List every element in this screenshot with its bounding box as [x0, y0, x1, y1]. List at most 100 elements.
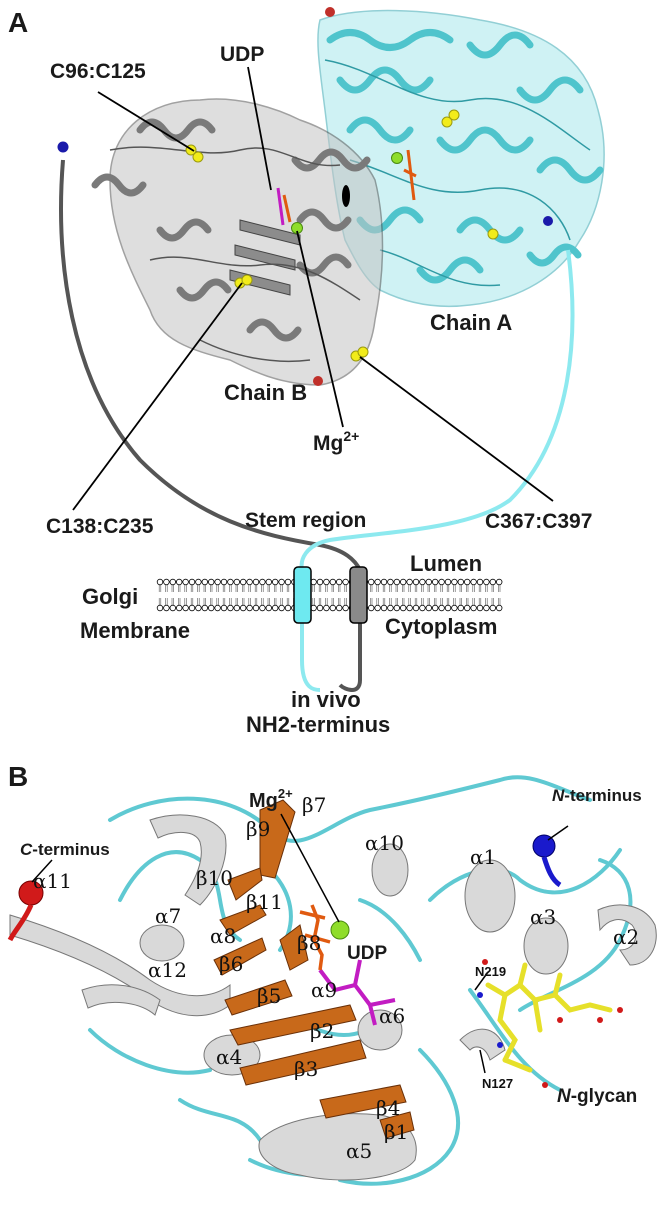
- lipid-head: [464, 578, 471, 586]
- lipid-head: [272, 578, 279, 586]
- lipid-head: [342, 578, 349, 586]
- label-a11: α11: [33, 869, 72, 893]
- chain-a-tether: [299, 249, 575, 692]
- label-stem-region: Stem region: [245, 509, 366, 532]
- label-a4: α4: [216, 1045, 242, 1069]
- label-chain-b: Chain B: [224, 380, 307, 405]
- lipid-head: [316, 578, 324, 586]
- label-udp-a: UDP: [220, 43, 264, 66]
- lipid-head: [220, 604, 228, 612]
- lipid-head: [406, 604, 413, 612]
- udp-ligand: [318, 959, 396, 1026]
- sse-labels: α11 α7 α8 α12 α10 α1 α3 α2 α9 α6 α4 α5 β…: [33, 793, 639, 1163]
- lipid-head: [272, 604, 279, 612]
- lipid-head: [201, 604, 208, 612]
- label-lumen: Lumen: [410, 551, 482, 576]
- label-n219: N219: [475, 964, 506, 979]
- lipid-head: [329, 578, 336, 586]
- label-b3: β3: [294, 1057, 318, 1081]
- lipid-head: [457, 578, 464, 586]
- lipid-head: [374, 604, 381, 612]
- label-a12: α12: [148, 958, 187, 982]
- panel-b-label: B: [8, 761, 28, 792]
- label-b5: β5: [257, 984, 281, 1008]
- lipid-head: [278, 604, 285, 612]
- lipid-head: [419, 604, 426, 612]
- label-a3: α3: [530, 905, 556, 929]
- chain-a-structure: [317, 7, 605, 308]
- lipid-head: [195, 604, 202, 612]
- lipid-head: [323, 578, 330, 586]
- label-a1: α1: [470, 845, 496, 869]
- label-b7: β7: [302, 793, 326, 817]
- label-b11: β11: [246, 890, 283, 914]
- lipid-head: [239, 578, 247, 586]
- lipid-head: [496, 578, 503, 586]
- lipid-head: [156, 578, 164, 586]
- lipid-head: [246, 578, 253, 586]
- lipid-head: [214, 578, 221, 586]
- lipid-head: [284, 578, 292, 586]
- label-c138-c235: C138:C235: [46, 515, 154, 538]
- lipid-head: [476, 578, 484, 586]
- leader-lines-b: [31, 813, 569, 1074]
- label-udp-b: UDP: [347, 943, 387, 964]
- lipid-head: [259, 578, 266, 586]
- lipid-head: [457, 604, 464, 612]
- beta-strands: [213, 799, 415, 1139]
- lipid-head: [444, 604, 452, 612]
- label-b1: β1: [384, 1120, 408, 1144]
- lipid-head: [342, 604, 349, 612]
- lipid-head: [201, 578, 208, 586]
- lipid-head: [233, 604, 240, 612]
- lipid-head: [278, 578, 285, 586]
- label-golgi: Golgi: [82, 584, 138, 609]
- lipid-head: [496, 604, 503, 612]
- label-c96-c125: C96:C125: [50, 60, 146, 83]
- lipid-head: [227, 578, 234, 586]
- label-b2: β2: [310, 1019, 334, 1043]
- helices: [9, 814, 657, 1181]
- lipid-head: [336, 604, 343, 612]
- lipid-head: [220, 578, 228, 586]
- label-b9: β9: [246, 817, 270, 841]
- lipid-head: [406, 578, 413, 586]
- lipid-head: [470, 578, 477, 586]
- label-n-terminus: N-terminus: [552, 786, 642, 805]
- lipid-head: [265, 578, 272, 586]
- lipid-head: [182, 604, 189, 612]
- lipid-head: [195, 578, 202, 586]
- lipid-head: [425, 578, 432, 586]
- lipid-head: [419, 578, 426, 586]
- lipid-head: [464, 604, 471, 612]
- lipid-head: [470, 604, 477, 612]
- label-cytoplasm: Cytoplasm: [385, 614, 497, 639]
- lipid-head: [374, 578, 381, 586]
- label-a9: α9: [311, 978, 337, 1002]
- label-a5: α5: [346, 1139, 372, 1163]
- lipid-head: [169, 578, 176, 586]
- lipid-head: [432, 604, 439, 612]
- c-terminus-sphere: [18, 880, 44, 906]
- label-mg-b: Mg2+: [249, 786, 293, 812]
- lipid-head: [175, 578, 183, 586]
- lipid-head: [393, 578, 400, 586]
- label-a7: α7: [155, 904, 181, 928]
- lipid-head: [259, 604, 266, 612]
- lipid-head: [169, 604, 176, 612]
- label-c-terminus: C-terminus: [20, 840, 110, 859]
- lipid-head: [451, 604, 458, 612]
- label-chain-a: Chain A: [430, 310, 512, 335]
- lipid-head: [336, 578, 343, 586]
- lipid-head: [163, 578, 170, 586]
- lipid-head: [163, 604, 170, 612]
- chain-b-tether: [59, 159, 362, 692]
- label-in-vivo: in vivo: [291, 687, 361, 712]
- lipid-head: [188, 578, 196, 586]
- label-a2: α2: [613, 925, 639, 949]
- panel-a-label: A: [8, 7, 28, 38]
- lipid-head: [284, 604, 292, 612]
- lipid-head: [425, 604, 432, 612]
- lipid-head: [175, 604, 183, 612]
